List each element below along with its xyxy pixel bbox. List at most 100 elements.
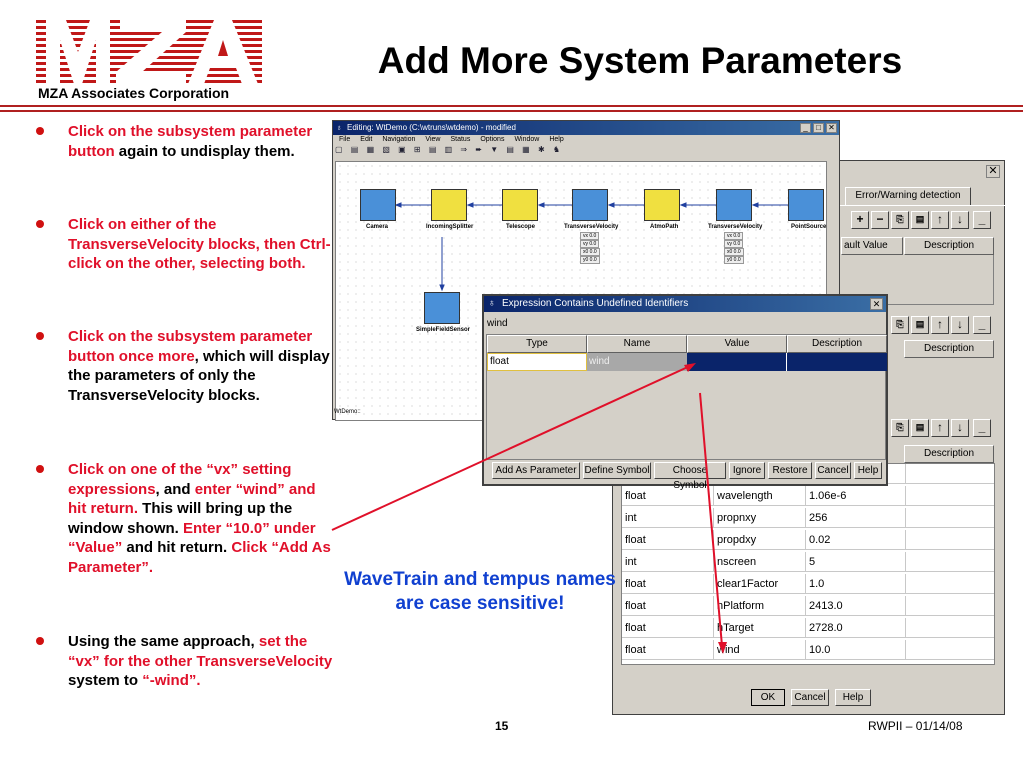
bullet-segment: , which will display the parameters of o…	[68, 347, 330, 404]
transverse-velocity-block-1[interactable]	[572, 189, 608, 221]
copy-icon[interactable]: ⎘	[891, 211, 909, 229]
cell-value[interactable]: 0.02	[806, 530, 906, 550]
block-diagram-canvas[interactable]: Camera IncomingSplitter Telescope Transv…	[335, 161, 827, 421]
close-icon[interactable]: ✕	[870, 298, 883, 310]
value-cell[interactable]	[687, 353, 787, 371]
cell-name[interactable]: clear1Factor	[714, 574, 806, 594]
param-value[interactable]: vx 0.0	[580, 232, 600, 240]
define-symbol-button[interactable]: Define Symbol	[583, 462, 651, 479]
simple-field-sensor-block[interactable]	[424, 292, 460, 324]
cell-value[interactable]: 1.06e-6	[806, 486, 906, 506]
menu-item-file[interactable]: File	[339, 136, 351, 143]
menu-item-status[interactable]: Status	[450, 136, 471, 143]
type-cell[interactable]: float	[487, 353, 587, 371]
bullet-segment: This will bring up the window shown.	[68, 500, 293, 537]
help-button[interactable]: Help	[835, 689, 871, 706]
maximize-icon[interactable]: □	[813, 123, 824, 133]
move-down-icon[interactable]: ↓	[951, 316, 969, 334]
move-up-icon[interactable]: ↑	[931, 211, 949, 229]
cell-type[interactable]: float	[622, 486, 714, 506]
restore-button[interactable]: Restore	[768, 462, 812, 479]
dialog-title: Expression Contains Undefined Identifier…	[502, 298, 689, 309]
cell-value[interactable]: 2728.0	[806, 618, 906, 638]
bullet-2: Click on either of the TransverseVelocit…	[36, 215, 336, 274]
cancel-button[interactable]: Cancel	[791, 689, 829, 706]
add-icon[interactable]: +	[851, 211, 869, 229]
menu-item-help[interactable]: Help	[549, 136, 564, 143]
menu-item-edit[interactable]: Edit	[360, 136, 373, 143]
cell-type[interactable]: float	[622, 640, 714, 660]
ok-button[interactable]: OK	[751, 689, 785, 706]
menu-item-options[interactable]: Options	[480, 136, 505, 143]
paste-icon[interactable]: ▤	[911, 316, 929, 334]
cell-name[interactable]: hPlatform	[714, 596, 806, 616]
cell-value[interactable]: 256	[806, 508, 906, 528]
undefined-identifiers-dialog: ♁ Expression Contains Undefined Identifi…	[482, 294, 888, 491]
description-cell[interactable]	[787, 353, 887, 371]
ignore-button[interactable]: Ignore	[729, 462, 765, 479]
footer-date: RWPII – 01/14/08	[868, 719, 963, 733]
callout-line-1	[331, 365, 691, 531]
block-label: TransverseVelocity	[564, 224, 619, 230]
move-down-icon[interactable]: ↓	[951, 211, 969, 229]
tab-error-warning[interactable]: Error/Warning detection	[845, 187, 971, 205]
close-icon[interactable]: ✕	[986, 165, 1000, 178]
cancel-button[interactable]: Cancel	[815, 462, 851, 479]
cell-value[interactable]: 5	[806, 552, 906, 572]
editor-toolbar[interactable]: ▢ ▤ ▦ ▧ ▣ ⊞ ▤ ▥ ⇒ ➨ ▼ ▤ ▦ ✱ ♞	[335, 145, 564, 154]
cell-type[interactable]: float	[622, 574, 714, 594]
param-value[interactable]: vy 0.0	[724, 240, 744, 248]
add-as-parameter-button[interactable]: Add As Parameter	[492, 462, 580, 479]
move-up-icon[interactable]: ↑	[931, 316, 949, 334]
camera-block[interactable]	[360, 189, 396, 221]
incoming-splitter-block[interactable]	[431, 189, 467, 221]
cell-type[interactable]: int	[622, 552, 714, 572]
param-value[interactable]: y0 0.0	[580, 256, 600, 264]
cell-type[interactable]: float	[622, 618, 714, 638]
menu-item-navigation[interactable]: Navigation	[382, 136, 416, 143]
copy-icon[interactable]: ⎘	[891, 316, 909, 334]
paste-icon[interactable]: ▤	[911, 211, 929, 229]
param-value[interactable]: x0 0.0	[580, 248, 600, 256]
telescope-block[interactable]	[502, 189, 538, 221]
cell-value[interactable]: 10.0	[806, 640, 906, 660]
expand-icon[interactable]: _	[973, 419, 991, 437]
atmopath-block[interactable]	[644, 189, 680, 221]
paste-icon[interactable]: ▤	[911, 419, 929, 437]
cell-type[interactable]: int	[622, 508, 714, 528]
cell-name[interactable]: hTarget	[714, 618, 806, 638]
transverse-velocity-block-2[interactable]	[716, 189, 752, 221]
menu-item-view[interactable]: View	[425, 136, 441, 143]
cell-type[interactable]: float	[622, 596, 714, 616]
cell-name[interactable]: propdxy	[714, 530, 806, 550]
cell-name[interactable]: propnxy	[714, 508, 806, 528]
expand-icon[interactable]: _	[973, 211, 991, 229]
copy-icon[interactable]: ⎘	[891, 419, 909, 437]
help-button[interactable]: Help	[854, 462, 882, 479]
cell-name[interactable]: wavelength	[714, 486, 806, 506]
cell-value[interactable]: 1.0	[806, 574, 906, 594]
remove-icon[interactable]: −	[871, 211, 889, 229]
close-icon[interactable]: ✕	[826, 123, 837, 133]
menu-item-window[interactable]: Window	[514, 136, 540, 143]
move-down-icon[interactable]: ↓	[951, 419, 969, 437]
param-value[interactable]: x0 0.0	[724, 248, 744, 256]
move-up-icon[interactable]: ↑	[931, 419, 949, 437]
point-source-block[interactable]	[788, 189, 824, 221]
editor-title: Editing: WtDemo (C:\wtruns\wtdemo) - mod…	[347, 123, 516, 132]
expand-icon[interactable]: _	[973, 316, 991, 334]
cell-name[interactable]: nscreen	[714, 552, 806, 572]
param-value[interactable]: vy 0.0	[580, 240, 600, 248]
cell-value[interactable]: 2413.0	[806, 596, 906, 616]
param-value[interactable]: y0 0.0	[724, 256, 744, 264]
col-value: Value	[687, 335, 787, 353]
param-value[interactable]: vx 0.0	[724, 232, 744, 240]
minimize-icon[interactable]: _	[800, 123, 811, 133]
